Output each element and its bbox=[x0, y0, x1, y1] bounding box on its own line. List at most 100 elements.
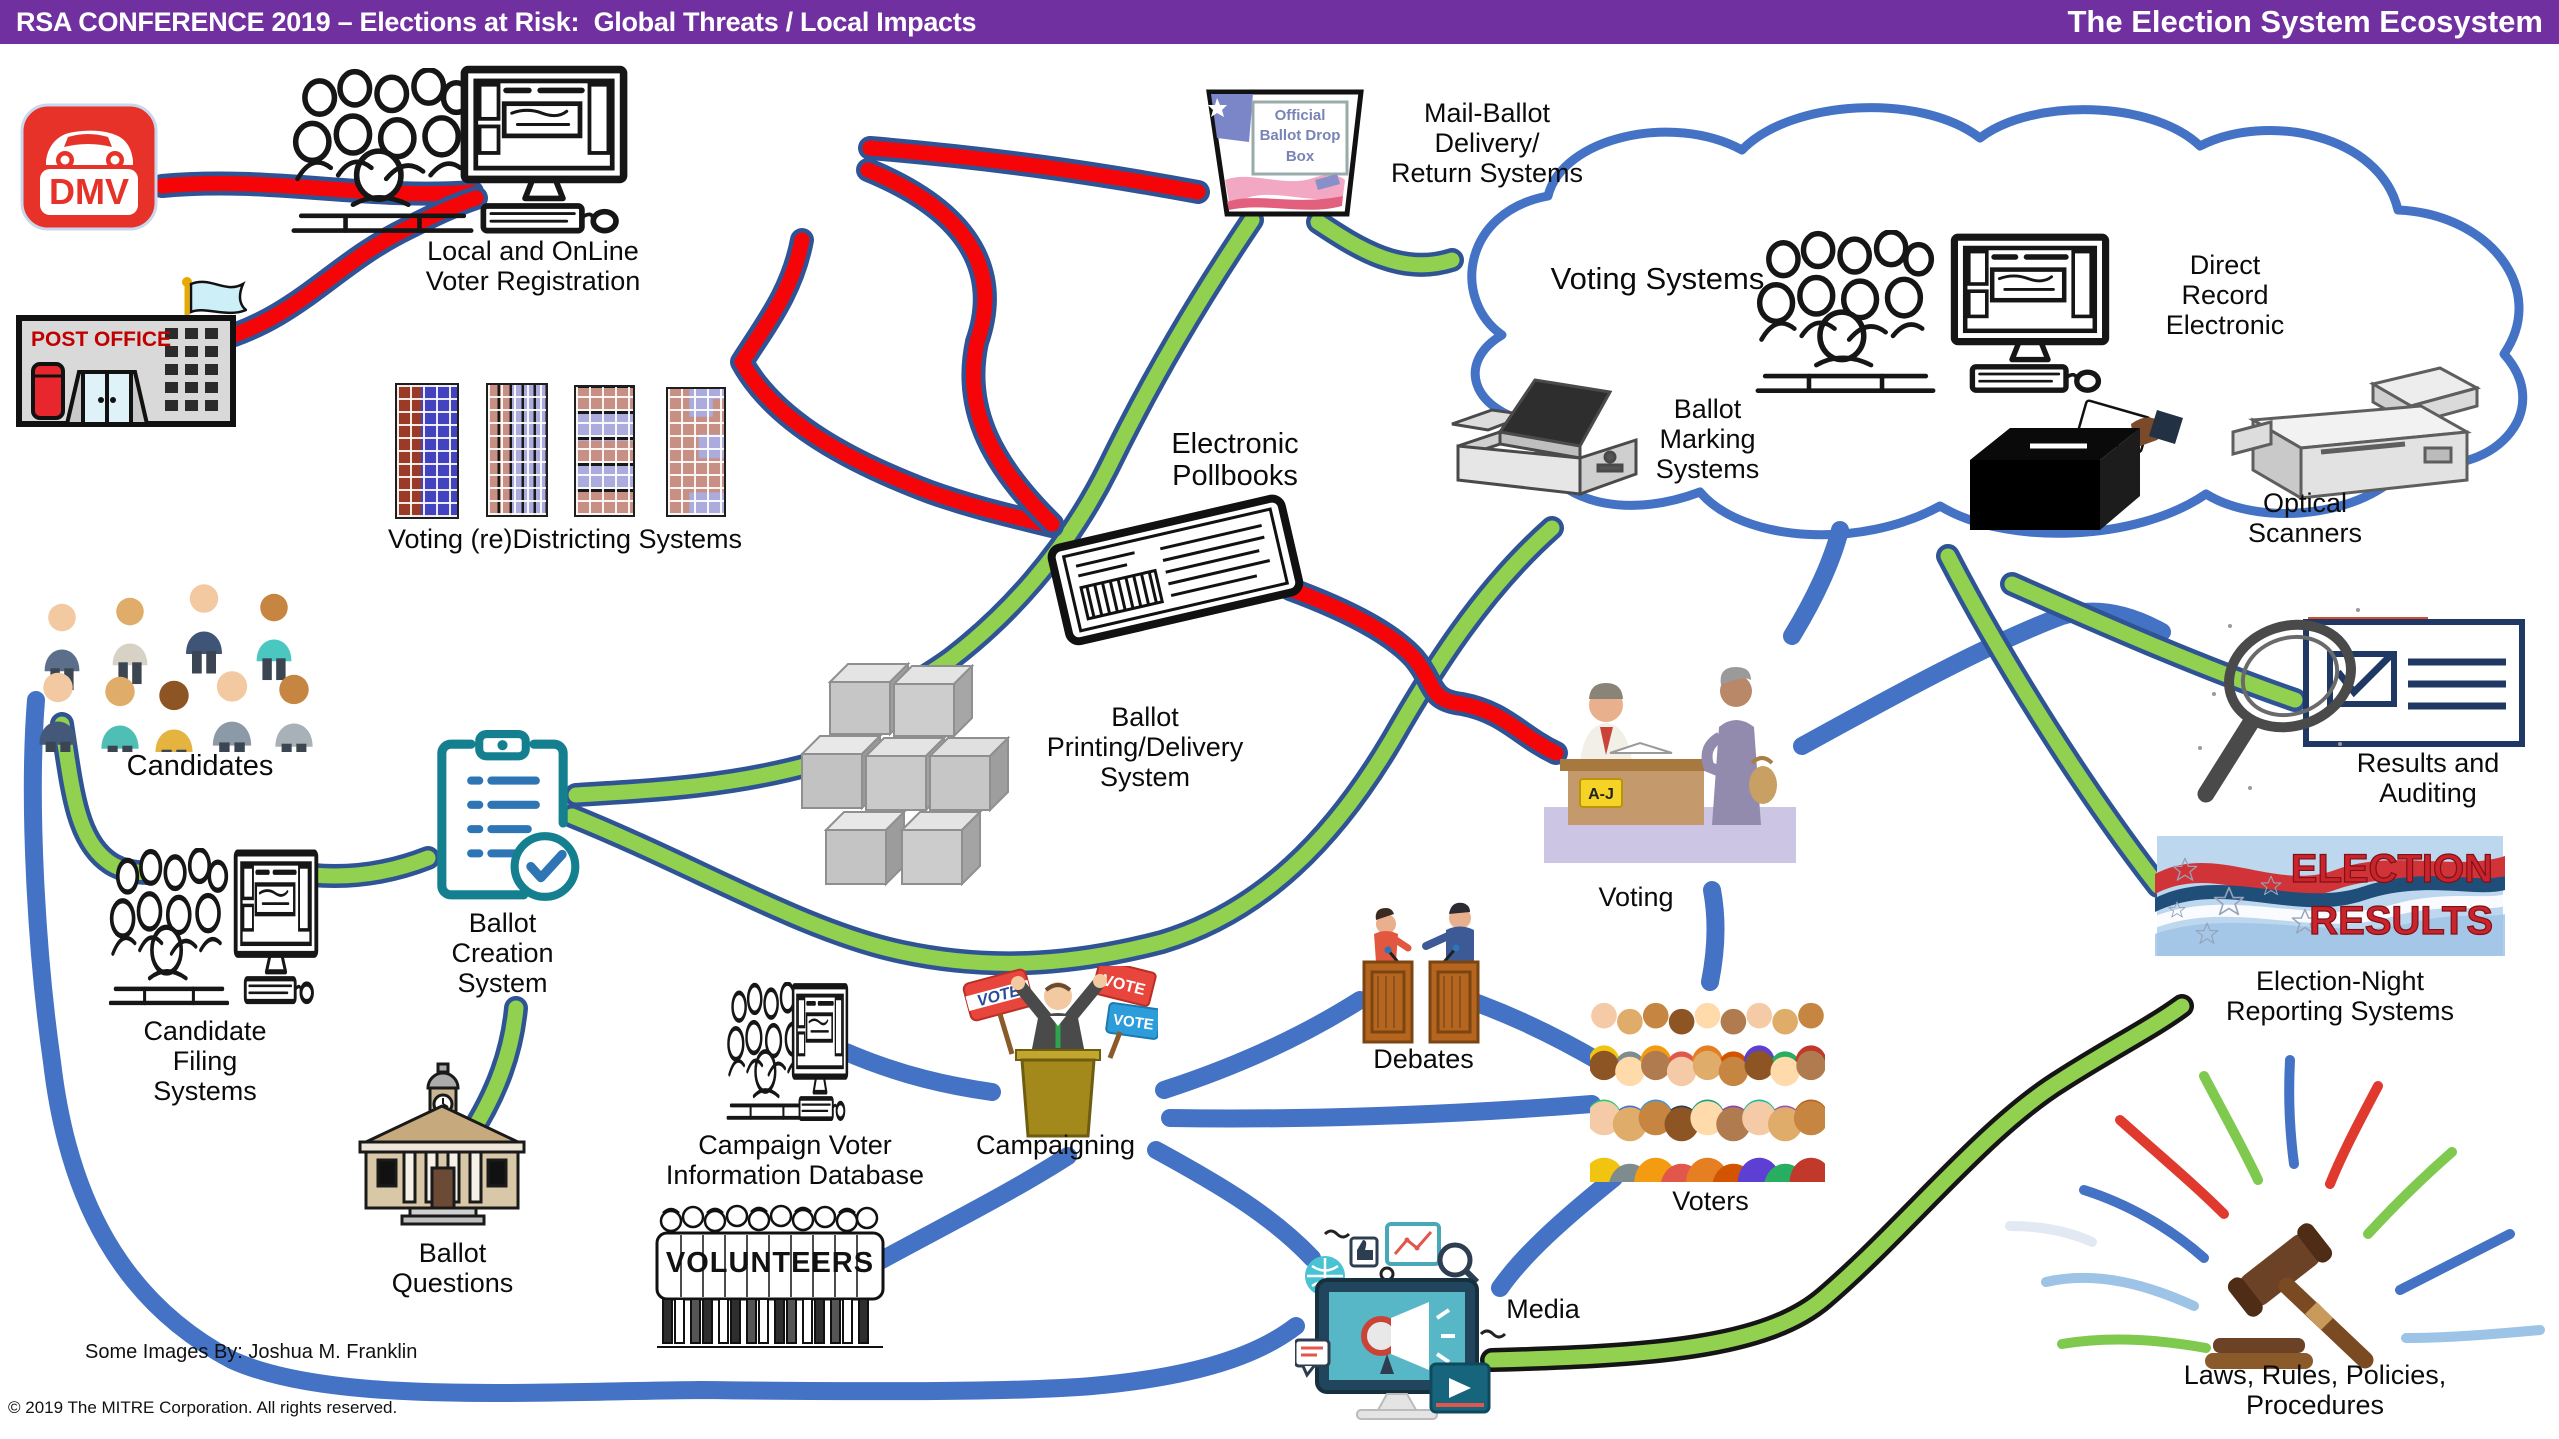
district-grid-3 bbox=[574, 385, 635, 517]
debates-label: Debates bbox=[1373, 1044, 1474, 1074]
cloud-crowd-sketch bbox=[1753, 230, 1938, 403]
crowd-sketch-icon bbox=[108, 848, 230, 1010]
pollbook-tablet bbox=[1035, 488, 1315, 648]
dmv-icon: DMV bbox=[20, 103, 158, 231]
mail-ballot-node: Official Ballot Drop Box bbox=[1195, 84, 1375, 222]
voters-crowd bbox=[1582, 992, 1833, 1191]
speech-bubble-icon bbox=[1293, 1338, 1331, 1368]
debates-node bbox=[1352, 898, 1492, 1044]
pollbooks-label: Electronic Pollbooks bbox=[1171, 428, 1299, 493]
ballot-drop-box-icon bbox=[1206, 89, 1364, 217]
header-bar: RSA CONFERENCE 2019 – Elections at Risk:… bbox=[0, 0, 2559, 44]
link-cloud-voting bbox=[1783, 521, 1849, 645]
post-office-label: POST OFFICE bbox=[31, 328, 172, 351]
candidates-people-icon bbox=[39, 584, 313, 773]
post-office-node: POST OFFICE bbox=[15, 276, 249, 430]
mail-ballot-label: Mail-Ballot Delivery/ Return Systems bbox=[1390, 98, 1584, 189]
aj-sign-text: A-J bbox=[1588, 786, 1614, 803]
ballot-printing-boxes bbox=[790, 650, 1015, 888]
header-title-left: RSA CONFERENCE 2019 – Elections at Risk:… bbox=[16, 7, 977, 37]
laws-label: Laws, Rules, Policies, Procedures bbox=[2183, 1360, 2447, 1421]
link-database-campaigning bbox=[837, 1043, 1001, 1101]
ballot-box-hand bbox=[1935, 398, 2185, 540]
computer-sketch-icon bbox=[788, 980, 852, 1128]
blue-links bbox=[23, 521, 2171, 1402]
campaigning-icon: VOTE VOTE VOTE bbox=[962, 959, 1162, 1138]
link-campaigning-debates bbox=[1155, 991, 1369, 1099]
banner-word-election: ELECTION bbox=[2291, 847, 2493, 891]
voting-label: Voting bbox=[1598, 882, 1674, 912]
aj-sign-icon bbox=[1579, 778, 1623, 808]
computer-sketch-icon bbox=[228, 846, 324, 1012]
districting-label: Voting (re)Districting Systems bbox=[387, 524, 743, 554]
voting-systems-cloud-outline bbox=[1467, 103, 2528, 540]
computer-sketch-icon bbox=[1940, 228, 2120, 403]
svg-text:VOTE: VOTE bbox=[1112, 1011, 1155, 1034]
volunteers-label: VOLUNTEERS bbox=[665, 1247, 875, 1279]
candidate-filing-crowd bbox=[108, 848, 230, 1015]
candidates-crowd bbox=[20, 552, 340, 773]
link-voting-results bbox=[1793, 602, 2171, 755]
dre-label: Direct Record Electronic bbox=[2165, 250, 2285, 341]
dmv-node: DMV bbox=[20, 103, 158, 231]
districting-grids bbox=[395, 380, 735, 522]
town-hall bbox=[352, 1062, 532, 1230]
mailbox-icon bbox=[31, 362, 65, 420]
ballot-box-icon bbox=[1970, 399, 2183, 530]
results-auditing-node bbox=[2190, 598, 2545, 818]
vote-sign-mid-right: VOTE bbox=[1105, 1002, 1162, 1040]
link-volunteers-campaigning bbox=[869, 1147, 1077, 1271]
campaigning-label: Campaigning bbox=[975, 1130, 1136, 1160]
debates-icon bbox=[1362, 902, 1480, 1044]
candidate-filing-label: Candidate Filing Systems bbox=[143, 1016, 267, 1107]
ballot-drop-box-text: Official Ballot Drop Box bbox=[1259, 107, 1341, 165]
optical-scanners-label: Optical Scanners bbox=[2247, 488, 2363, 549]
laws-rays bbox=[2005, 1055, 2545, 1353]
voting-systems-label: Voting Systems bbox=[1550, 261, 1765, 296]
boxes-stack-icon bbox=[799, 661, 1011, 887]
campaign-db-label: Campaign Voter Information Database bbox=[665, 1130, 925, 1191]
ballot-marking-device-icon bbox=[1451, 378, 1638, 497]
copyright-text: © 2019 The MITRE Corporation. All rights… bbox=[8, 1398, 398, 1417]
post-office-icon bbox=[16, 277, 249, 427]
town-hall-icon bbox=[358, 1062, 526, 1226]
gavel-icon bbox=[2205, 1223, 2374, 1369]
ballot-creation-label: Ballot Creation System bbox=[451, 908, 554, 999]
candidate-filing-computer bbox=[228, 846, 324, 1017]
voting-scene: A-J bbox=[1540, 635, 1800, 877]
flag-icon bbox=[189, 280, 249, 315]
volunteers-node: VOLUNTEERS bbox=[655, 1195, 885, 1373]
link-mailballot-cloud bbox=[1318, 222, 1452, 265]
voters-people-icon bbox=[1582, 1002, 1833, 1191]
tablet-sketch-icon bbox=[1047, 494, 1304, 646]
media-label: Media bbox=[1506, 1294, 1580, 1324]
sketch-speckles bbox=[2198, 608, 2360, 790]
clipboard-checklist-icon bbox=[437, 730, 580, 901]
banner-word-results: RESULTS bbox=[2309, 899, 2493, 943]
ballot-marking-label: Ballot Marking Systems bbox=[1655, 394, 1760, 485]
link-creation-printing bbox=[576, 764, 812, 795]
ballot-marking-device bbox=[1440, 362, 1655, 517]
computer-sketch-icon bbox=[438, 62, 650, 242]
voting-scene-icon: A-J bbox=[1544, 667, 1796, 863]
link-candidates-media bbox=[23, 691, 1305, 1402]
magnifier-handle bbox=[2197, 715, 2259, 803]
candidates-label: Candidates bbox=[126, 750, 274, 782]
crowd-sketch-icon bbox=[1753, 230, 1938, 398]
voter-registration-computer bbox=[438, 62, 650, 247]
campaigning-node: VOTE VOTE VOTE bbox=[958, 959, 1162, 1138]
link-voting-voters bbox=[1701, 881, 1725, 991]
media-icon bbox=[1293, 1222, 1507, 1420]
audit-magnifier-icon bbox=[2197, 608, 2525, 803]
link-voters-media bbox=[1491, 1169, 1623, 1297]
results-auditing-label: Results and Auditing bbox=[2356, 748, 2500, 809]
media-node bbox=[1293, 1222, 1510, 1422]
image-credit: Some Images By: Joshua M. Franklin bbox=[85, 1341, 418, 1363]
voters-label: Voters bbox=[1672, 1186, 1749, 1216]
district-grid-4 bbox=[666, 387, 726, 517]
optical-scanner-icon bbox=[2231, 366, 2482, 501]
voter-registration-label: Local and OnLine Voter Registration bbox=[425, 236, 641, 297]
election-results-banner: ELECTION RESULTS bbox=[2155, 830, 2505, 962]
ballot-creation-icon-wrap bbox=[425, 728, 580, 910]
